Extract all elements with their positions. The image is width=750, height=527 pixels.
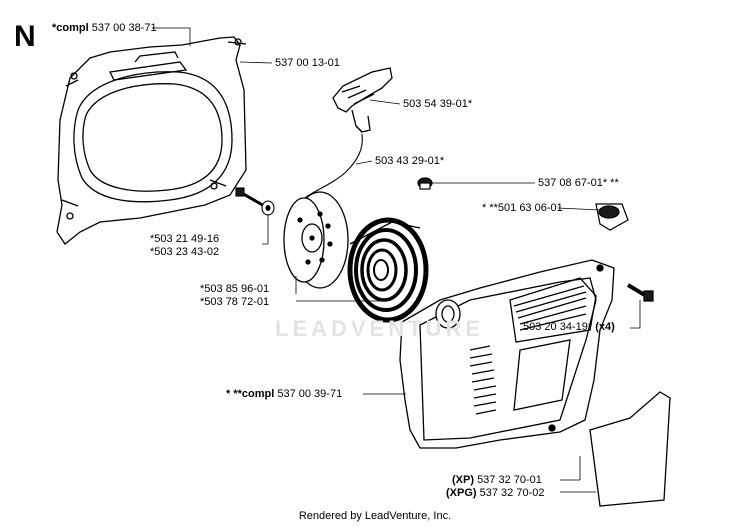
leader-lines [152,27,641,493]
label-cover-screw: 503 20 34-19* (x4) [523,321,615,333]
cover-plug [595,203,629,231]
label-plug: * **501 63 06-01 [482,202,563,214]
label-rope: 503 43 29-01* [375,155,445,167]
label-housing-compl: *compl 537 00 38-71 [52,22,157,34]
rewind-spring [347,217,429,323]
section-letter: N [14,20,36,53]
label-pulley: *503 85 96-01 [200,283,270,295]
label-decal-xpg: (XPG) 537 32 70-02 [446,487,545,499]
cover-decal [589,391,671,507]
starter-cover [399,259,615,449]
watermark: LEADVENTURE [275,316,485,341]
label-decal-xp: (XP) 537 32 70-01 [452,474,542,486]
label-cover-compl: * **compl 537 00 39-71 [226,388,343,400]
starter-housing [56,36,247,245]
starter-rope [299,133,363,203]
starter-handle [332,67,393,133]
cover-nut [417,177,433,190]
label-nut: 537 08 67-01* ** [538,177,619,189]
pulley-screw [235,187,275,216]
label-screw-b: *503 23 43-02 [150,246,220,258]
footer-credit: Rendered by LeadVenture, Inc. [298,510,452,522]
label-handle: 503 54 39-01* [403,98,473,110]
label-screw-a: *503 21 49-16 [150,233,220,245]
label-spring: *503 78 72-01 [200,296,270,308]
label-housing: 537 00 13-01 [275,57,340,69]
cover-screw [626,283,654,302]
starter-pulley [283,191,349,289]
